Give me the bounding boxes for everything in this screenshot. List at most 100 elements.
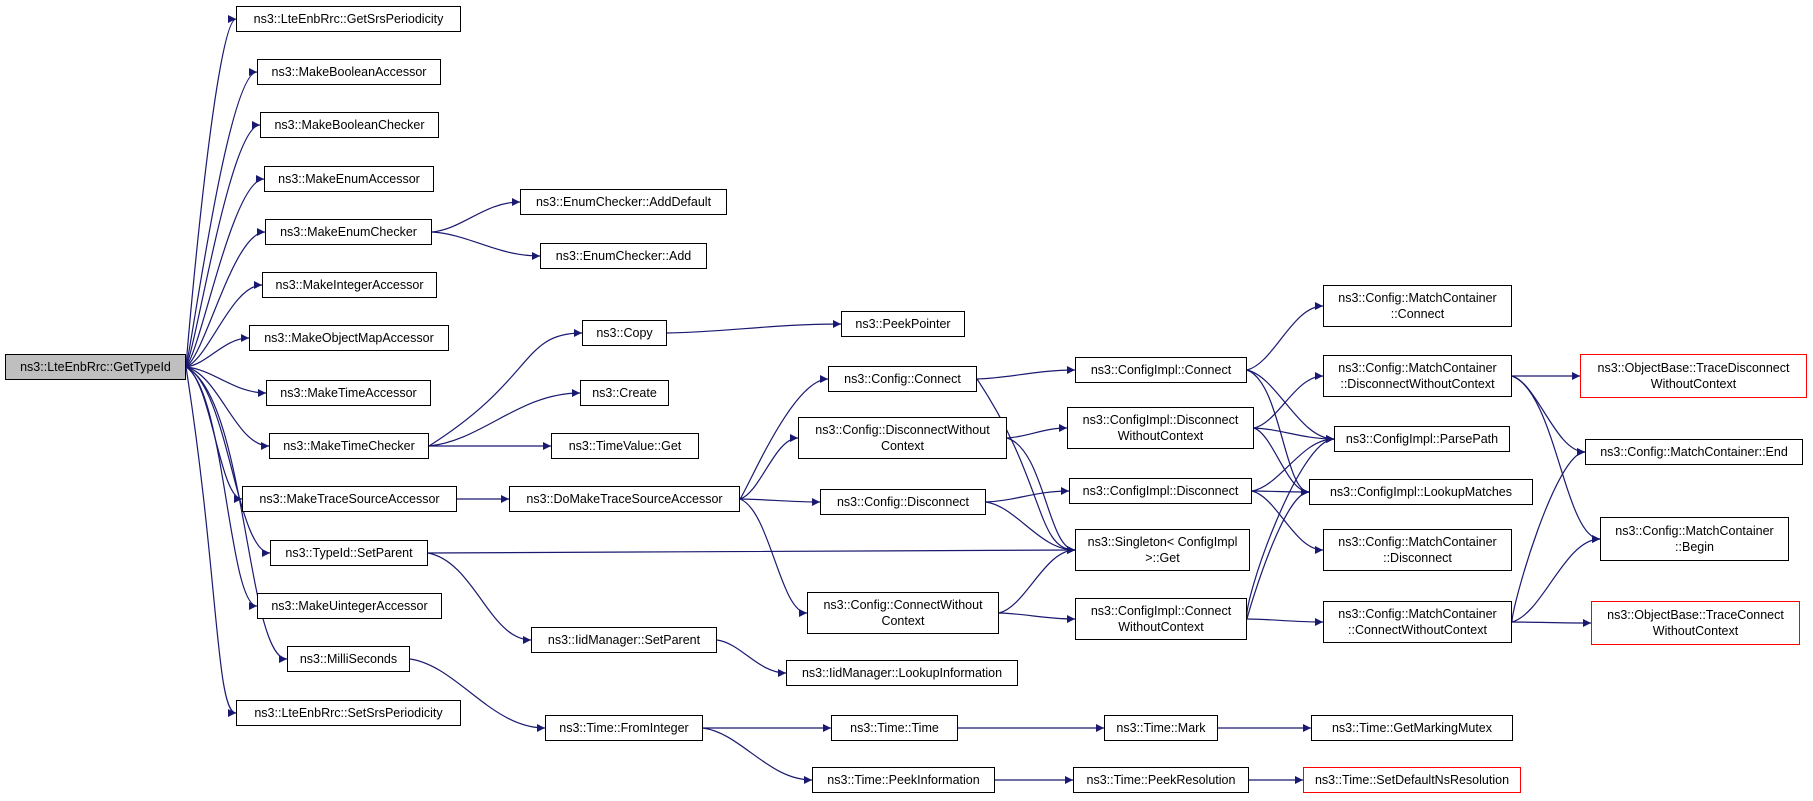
edge-configDisconnect-to-singletonGet (985, 501, 1076, 554)
node-label: ns3::IidManager::SetParent (547, 633, 701, 647)
node-label: ns3::IidManager::LookupInformation (801, 666, 1003, 680)
node-label: ns3::Config::Disconnect (836, 495, 969, 509)
node-label: ns3::ObjectBase::TraceConnect WithoutCon… (1607, 608, 1784, 638)
node-label: ns3::MakeBooleanAccessor (271, 65, 427, 79)
node-label: ns3::Config::DisconnectWithout Context (815, 423, 990, 453)
node-make-time-accessor[interactable]: ns3::MakeTimeAccessor (266, 380, 431, 406)
node-enum-checker-add-default[interactable]: ns3::EnumChecker::AddDefault (520, 189, 727, 215)
node-config-impl-lookup-matches[interactable]: ns3::ConfigImpl::LookupMatches (1309, 479, 1533, 505)
node-label: ns3::LteEnbRrc::GetSrsPeriodicity (253, 12, 444, 26)
node-label: ns3::ConfigImpl::Disconnect (1082, 484, 1239, 498)
node-label: ns3::EnumChecker::Add (555, 249, 692, 263)
node-time-peek-resolution[interactable]: ns3::Time::PeekResolution (1073, 767, 1249, 793)
node-label: ns3::ConfigImpl::ParsePath (1345, 432, 1499, 446)
edge-doMakeTraceSourceAccessor-to-configDisconnect (739, 497, 821, 506)
node-make-time-checker[interactable]: ns3::MakeTimeChecker (269, 433, 429, 459)
node-config-impl-connect-without-context[interactable]: ns3::ConfigImpl::Connect WithoutContext (1075, 598, 1247, 640)
node-label: ns3::Time::SetDefaultNsResolution (1314, 773, 1510, 787)
edge-makeTimeChecker-to-copy (428, 329, 583, 447)
edge-configImplConnect-to-configImplParsePath (1246, 369, 1335, 443)
node-label: ns3::Copy (596, 326, 653, 340)
node-label: ns3::Time::GetMarkingMutex (1331, 721, 1492, 735)
edge-matchContainerDisconnectWithoutContext-to-matchContainerEnd (1511, 375, 1586, 456)
node-label: ns3::Time::FromInteger (559, 721, 689, 735)
node-config-disconnect-without-context[interactable]: ns3::Config::DisconnectWithout Context (798, 417, 1007, 459)
node-match-container-connect[interactable]: ns3::Config::MatchContainer ::Connect (1323, 285, 1512, 327)
node-enum-checker-add[interactable]: ns3::EnumChecker::Add (540, 243, 707, 269)
node-config-impl-connect[interactable]: ns3::ConfigImpl::Connect (1075, 357, 1247, 383)
edge-root-to-milliSeconds (185, 366, 288, 663)
node-singleton-get[interactable]: ns3::Singleton< ConfigImpl >::Get (1075, 529, 1250, 571)
node-match-container-begin[interactable]: ns3::Config::MatchContainer ::Begin (1600, 517, 1789, 561)
edge-root-to-makeTimeAccessor (185, 366, 267, 397)
node-config-connect-without-context[interactable]: ns3::Config::ConnectWithout Context (807, 592, 999, 634)
node-make-trace-source-accessor[interactable]: ns3::MakeTraceSourceAccessor (242, 486, 457, 512)
node-create[interactable]: ns3::Create (580, 380, 669, 406)
edge-matchContainerConnectWithoutContext-to-matchContainerEnd (1511, 448, 1586, 623)
node-match-container-disconnect-without-context[interactable]: ns3::Config::MatchContainer ::Disconnect… (1323, 355, 1512, 397)
edge-configConnect-to-configImplConnect (976, 366, 1076, 380)
node-make-boolean-accessor[interactable]: ns3::MakeBooleanAccessor (257, 59, 441, 85)
node-match-container-end[interactable]: ns3::Config::MatchContainer::End (1585, 439, 1803, 465)
edge-matchContainerDisconnectWithoutContext-to-matchContainerBegin (1511, 375, 1601, 543)
node-time-time[interactable]: ns3::Time::Time (831, 715, 958, 741)
node-copy[interactable]: ns3::Copy (582, 320, 667, 346)
node-time-from-integer[interactable]: ns3::Time::FromInteger (545, 715, 703, 741)
node-label: ns3::MakeTraceSourceAccessor (259, 492, 440, 506)
node-match-container-connect-without-context[interactable]: ns3::Config::MatchContainer ::ConnectWit… (1323, 601, 1512, 643)
node-time-value-get[interactable]: ns3::TimeValue::Get (551, 433, 699, 459)
node-time-mark[interactable]: ns3::Time::Mark (1104, 715, 1218, 741)
node-config-disconnect[interactable]: ns3::Config::Disconnect (820, 489, 986, 515)
node-label: ns3::Time::PeekResolution (1086, 773, 1236, 787)
edge-configImplDisconnect-to-configImplLookupMatches (1251, 487, 1310, 496)
node-match-container-disconnect[interactable]: ns3::Config::MatchContainer ::Disconnect (1323, 529, 1512, 571)
edge-makeEnumChecker-to-enumCheckerAddDefault (431, 198, 521, 233)
root-function-node: ns3::LteEnbRrc::GetTypeId (5, 354, 186, 380)
node-make-boolean-checker[interactable]: ns3::MakeBooleanChecker (260, 112, 439, 138)
edge-matchContainerConnectWithoutContext-to-objectBaseTraceConnectWithoutContext (1511, 618, 1592, 627)
node-label: ns3::EnumChecker::AddDefault (535, 195, 712, 209)
node-make-object-map-accessor[interactable]: ns3::MakeObjectMapAccessor (249, 325, 449, 351)
edge-doMakeTraceSourceAccessor-to-configDisconnectWithoutContext (739, 434, 799, 500)
node-set-srs-periodicity[interactable]: ns3::LteEnbRrc::SetSrsPeriodicity (236, 700, 461, 726)
node-peek-pointer[interactable]: ns3::PeekPointer (841, 311, 965, 337)
node-label: ns3::LteEnbRrc::SetSrsPeriodicity (254, 706, 443, 720)
node-make-enum-accessor[interactable]: ns3::MakeEnumAccessor (264, 166, 434, 192)
node-config-impl-disconnect-without-context[interactable]: ns3::ConfigImpl::Disconnect WithoutConte… (1067, 407, 1254, 449)
node-milli-seconds[interactable]: ns3::MilliSeconds (287, 646, 410, 672)
node-get-srs-periodicity[interactable]: ns3::LteEnbRrc::GetSrsPeriodicity (236, 6, 461, 32)
node-iid-manager-set-parent[interactable]: ns3::IidManager::SetParent (531, 627, 717, 653)
node-time-get-marking-mutex[interactable]: ns3::Time::GetMarkingMutex (1311, 715, 1513, 741)
node-label: ns3::Config::MatchContainer ::ConnectWit… (1338, 607, 1497, 637)
node-iid-manager-lookup-information[interactable]: ns3::IidManager::LookupInformation (786, 660, 1018, 686)
node-label: ns3::Time::Mark (1116, 721, 1206, 735)
node-make-uinteger-accessor[interactable]: ns3::MakeUintegerAccessor (257, 593, 442, 619)
node-object-base-trace-connect-without-context[interactable]: ns3::ObjectBase::TraceConnect WithoutCon… (1591, 601, 1800, 645)
node-label: ns3::ConfigImpl::Connect (1090, 363, 1232, 377)
edge-timeFromInteger-to-timePeekInformation (702, 727, 813, 784)
node-make-enum-checker[interactable]: ns3::MakeEnumChecker (265, 219, 432, 245)
node-config-impl-disconnect[interactable]: ns3::ConfigImpl::Disconnect (1069, 478, 1252, 504)
edge-configImplConnect-to-configImplLookupMatches (1246, 369, 1310, 496)
node-label: ns3::Config::MatchContainer ::Begin (1615, 524, 1774, 554)
node-label: ns3::ObjectBase::TraceDisconnect Without… (1597, 361, 1790, 391)
node-object-base-trace-disconnect-without-context[interactable]: ns3::ObjectBase::TraceDisconnect Without… (1580, 354, 1807, 398)
edge-configImplConnectWithoutContext-to-configImplLookupMatches (1246, 488, 1310, 620)
edge-configDisconnectWithoutContext-to-configImplDisconnectWithoutContext (1006, 424, 1068, 439)
node-make-integer-accessor[interactable]: ns3::MakeIntegerAccessor (262, 272, 437, 298)
node-label: ns3::Singleton< ConfigImpl >::Get (1087, 535, 1238, 565)
edge-root-to-makeUintegerAccessor (185, 366, 258, 610)
edge-matchContainerConnectWithoutContext-to-matchContainerBegin (1511, 535, 1601, 623)
node-label: ns3::Config::MatchContainer ::Disconnect… (1338, 361, 1497, 391)
edge-configImplDisconnectWithoutContext-to-matchContainerDisconnectWithoutContext (1253, 372, 1324, 429)
edge-makeEnumChecker-to-enumCheckerAdd (431, 231, 541, 260)
node-time-peek-information[interactable]: ns3::Time::PeekInformation (812, 767, 995, 793)
node-type-id-set-parent[interactable]: ns3::TypeId::SetParent (270, 540, 428, 566)
node-config-impl-parse-path[interactable]: ns3::ConfigImpl::ParsePath (1334, 426, 1510, 452)
node-label: ns3::MakeObjectMapAccessor (264, 331, 434, 345)
node-time-set-default-ns-resolution[interactable]: ns3::Time::SetDefaultNsResolution (1303, 767, 1521, 793)
node-do-make-trace-source-accessor[interactable]: ns3::DoMakeTraceSourceAccessor (509, 486, 740, 512)
node-config-connect[interactable]: ns3::Config::Connect (828, 366, 977, 392)
